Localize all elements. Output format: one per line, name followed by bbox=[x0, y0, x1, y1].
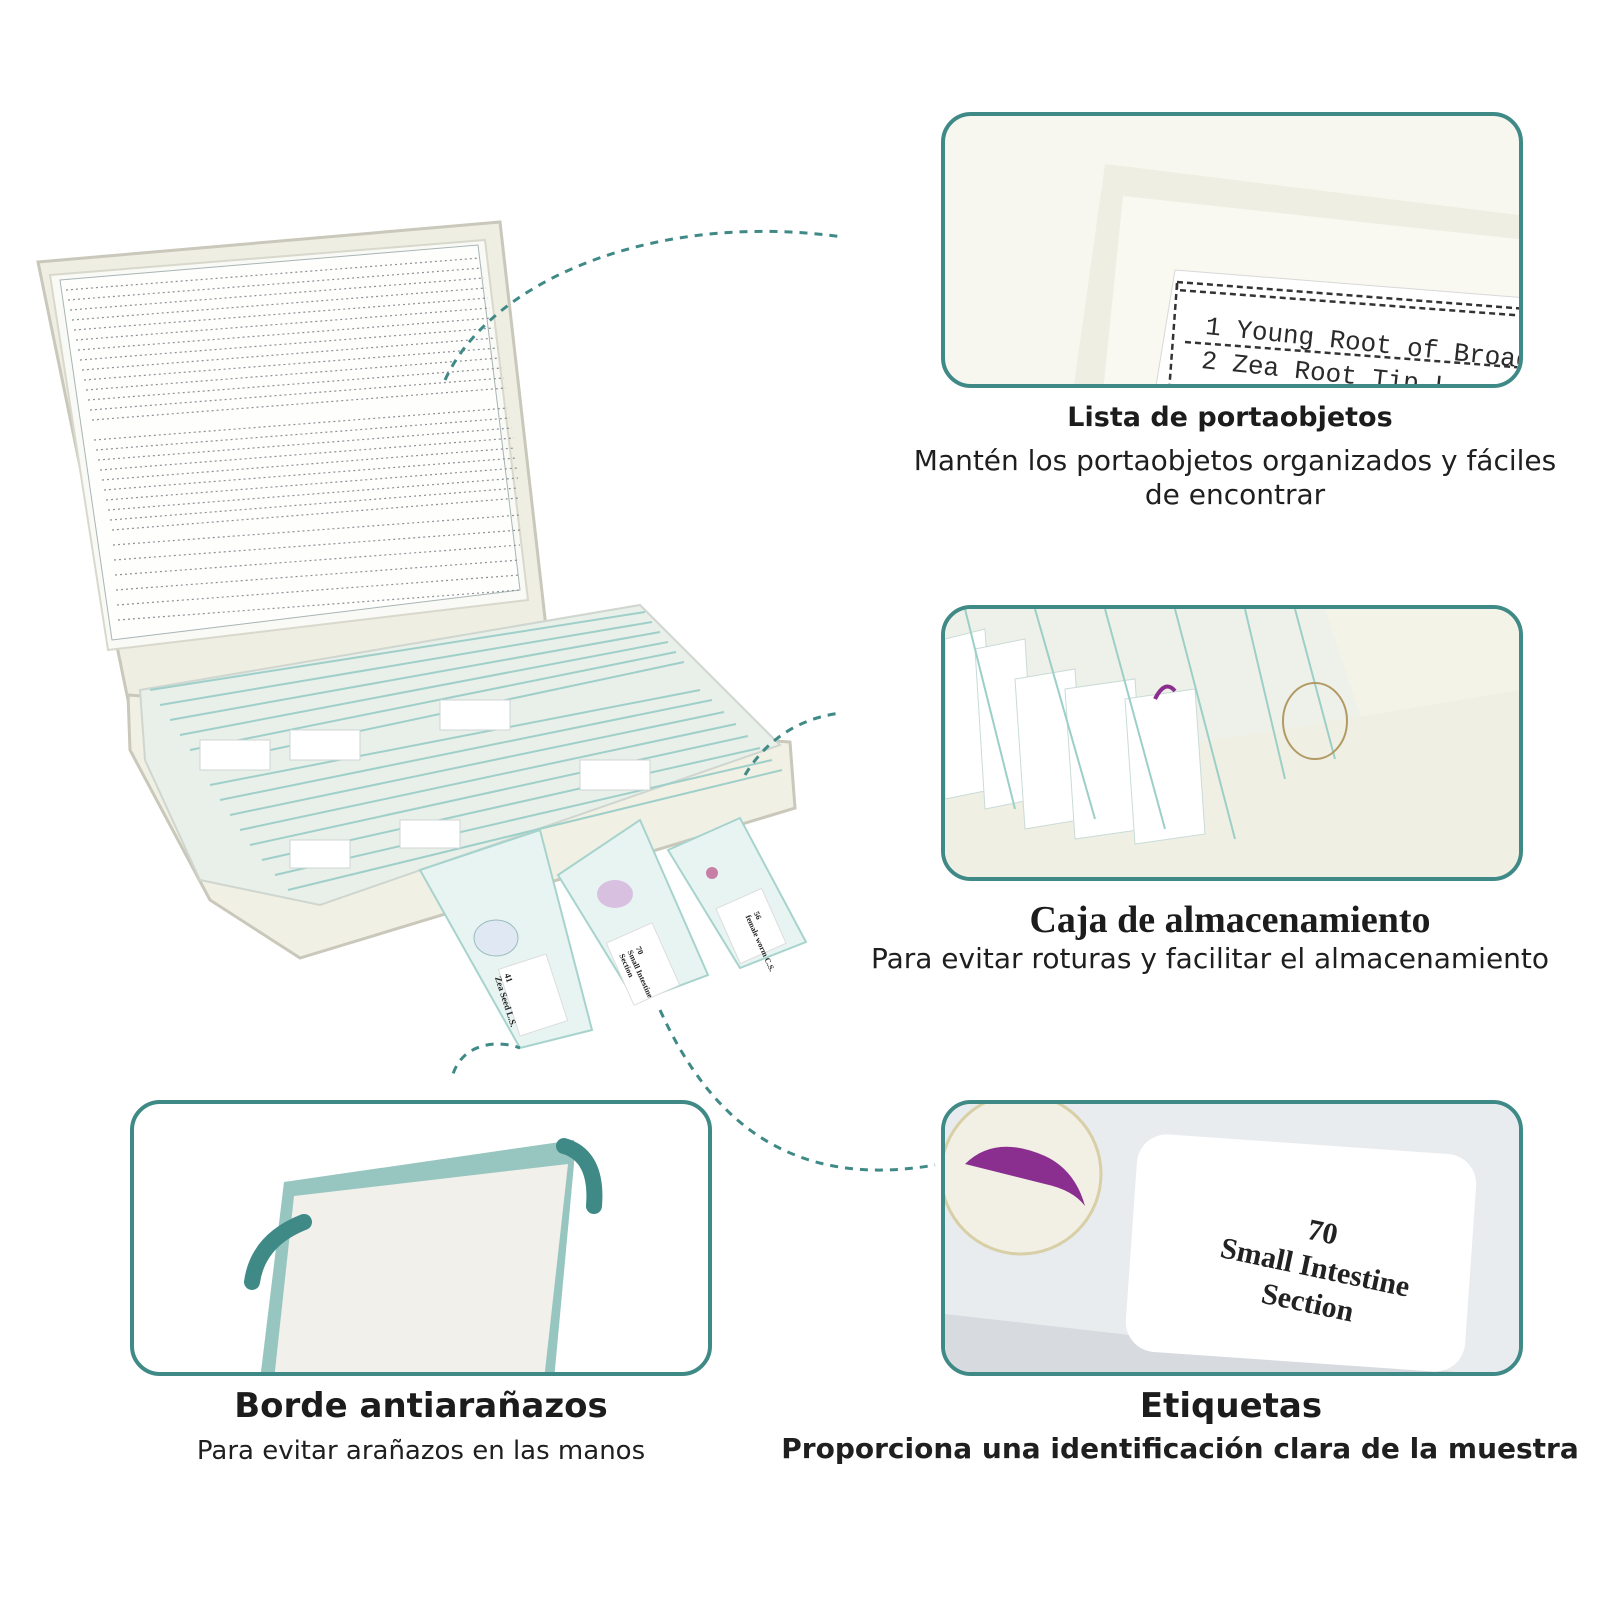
feature-title-edge: Borde antiarañazos bbox=[234, 1386, 608, 1426]
feature-desc-storage-box: Para evitar roturas y facilitar el almac… bbox=[870, 942, 1550, 975]
feature-title-slide-list: Lista de portaobjetos bbox=[1067, 402, 1393, 433]
feature-title-labels: Etiquetas bbox=[1139, 1386, 1323, 1426]
feature-desc-slide-list: Mantén los portaobjetos organizados y fá… bbox=[913, 444, 1557, 511]
storage-box-closeup-panel bbox=[941, 605, 1523, 881]
slide-list-closeup-panel: 1 Young Root of Broad 2 Zea Root Tip L bbox=[941, 112, 1523, 388]
connector-line bbox=[658, 1009, 936, 1172]
pulled-slide-56 bbox=[666, 816, 808, 970]
pulled-slide-70 bbox=[556, 818, 710, 1006]
slide-box-illustration: 41 Zea Seed L.S. 70 Small Intestine Sect… bbox=[0, 0, 840, 1080]
slide-list-sheet bbox=[59, 244, 521, 641]
feature-desc-edge: Para evitar arañazos en las manos bbox=[196, 1436, 646, 1466]
pulled-slide-41 bbox=[418, 828, 594, 1050]
feature-desc-labels: Proporciona una identificación clara de … bbox=[781, 1432, 1579, 1465]
label-closeup-panel: 70 Small Intestine Section bbox=[941, 1100, 1523, 1376]
edge-closeup-panel bbox=[130, 1100, 712, 1376]
feature-title-storage-box: Caja de almacenamiento bbox=[1029, 899, 1431, 941]
